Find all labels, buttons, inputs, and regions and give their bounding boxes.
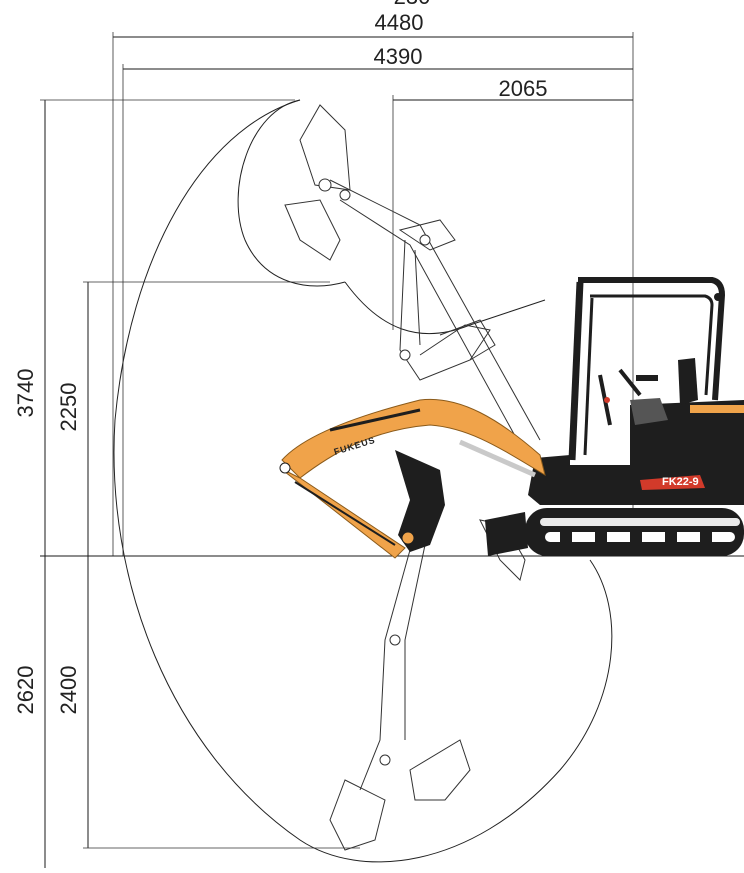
dimension-dig-depth: 2400 <box>56 556 360 849</box>
dimension-dump-height: 2250 <box>56 281 330 556</box>
dozer-blade <box>485 512 528 556</box>
dimension-dig-depth-max: 2620 <box>13 556 46 868</box>
dimension-top-clipped-label: 230 <box>394 0 431 9</box>
canopy <box>568 277 726 461</box>
dimension-dig-depth-label: 2400 <box>56 666 81 715</box>
model-label: FK22-9 <box>662 476 699 488</box>
dimension-height-max-label: 3740 <box>13 369 38 418</box>
track <box>525 508 744 556</box>
dimension-top-clipped: 230 <box>394 0 431 9</box>
dimension-reach-max-label: 4390 <box>374 44 423 69</box>
dimension-dig-depth-max-label: 2620 <box>13 666 38 715</box>
dimension-reach-max: 4390 <box>122 44 633 556</box>
operator-seat <box>598 358 698 426</box>
ghost-arm-raised <box>284 104 541 446</box>
bucket <box>395 450 445 552</box>
excavator-machine: FK22-9 FUKEUS <box>279 277 744 559</box>
dimension-reach-ground: 4480 <box>112 10 634 556</box>
dimension-reach-short-label: 2065 <box>499 76 548 101</box>
dimension-dump-height-label: 2250 <box>56 383 81 432</box>
dimension-reach-short: 2065 <box>392 76 633 330</box>
ghost-arm-mid <box>399 239 496 381</box>
stick <box>279 462 406 559</box>
dimension-height-max: 3740 <box>13 99 295 556</box>
ghost-arm-lowered <box>329 519 526 851</box>
dimension-reach-ground-label: 4480 <box>375 10 424 35</box>
